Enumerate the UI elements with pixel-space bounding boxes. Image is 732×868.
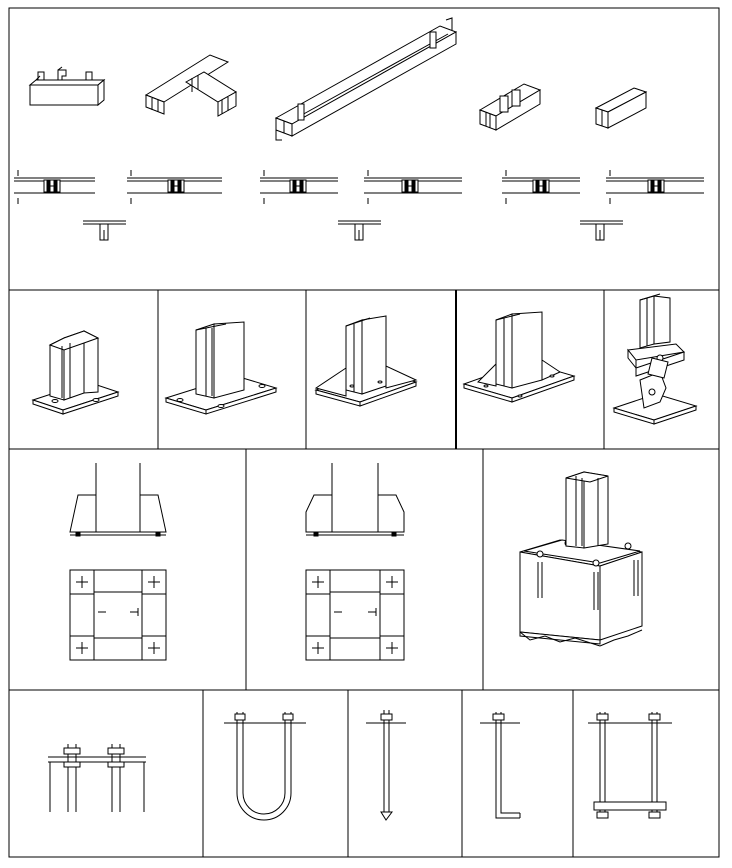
channel-clip-fitting: [28, 66, 106, 107]
j-anchor-bolt: [480, 712, 521, 819]
section-detail: [127, 170, 222, 204]
post-base-gusseted: [314, 315, 418, 407]
section-detail: [83, 220, 126, 241]
long-channel-beam: [274, 17, 458, 141]
base-plate-elevation-plan-b: [305, 463, 405, 661]
anchor-cage: [588, 712, 672, 819]
section-detail: [606, 170, 704, 204]
anchored-post-on-concrete: [519, 471, 643, 647]
post-base-side-gusset: [462, 311, 576, 403]
short-channel-block: [594, 87, 648, 129]
section-detail: [338, 220, 381, 241]
section-detail: [364, 170, 462, 204]
base-plate-elevation-plan-a: [69, 463, 167, 661]
threaded-rods-on-plate: [48, 744, 146, 812]
post-base-wide: [164, 321, 278, 415]
section-detail: [502, 170, 580, 204]
section-detail: [14, 170, 95, 204]
straight-anchor-bolt: [366, 710, 406, 821]
u-bolt: [224, 712, 306, 821]
section-detail: [580, 220, 623, 241]
sheet-frame: [8, 7, 720, 858]
post-base-hinged: [612, 293, 698, 425]
section-detail: [260, 170, 338, 204]
channel-splice-connector: [478, 83, 542, 131]
channel-tee-joint: [144, 54, 237, 117]
section-details: [14, 170, 704, 241]
post-base-plain: [31, 330, 120, 415]
